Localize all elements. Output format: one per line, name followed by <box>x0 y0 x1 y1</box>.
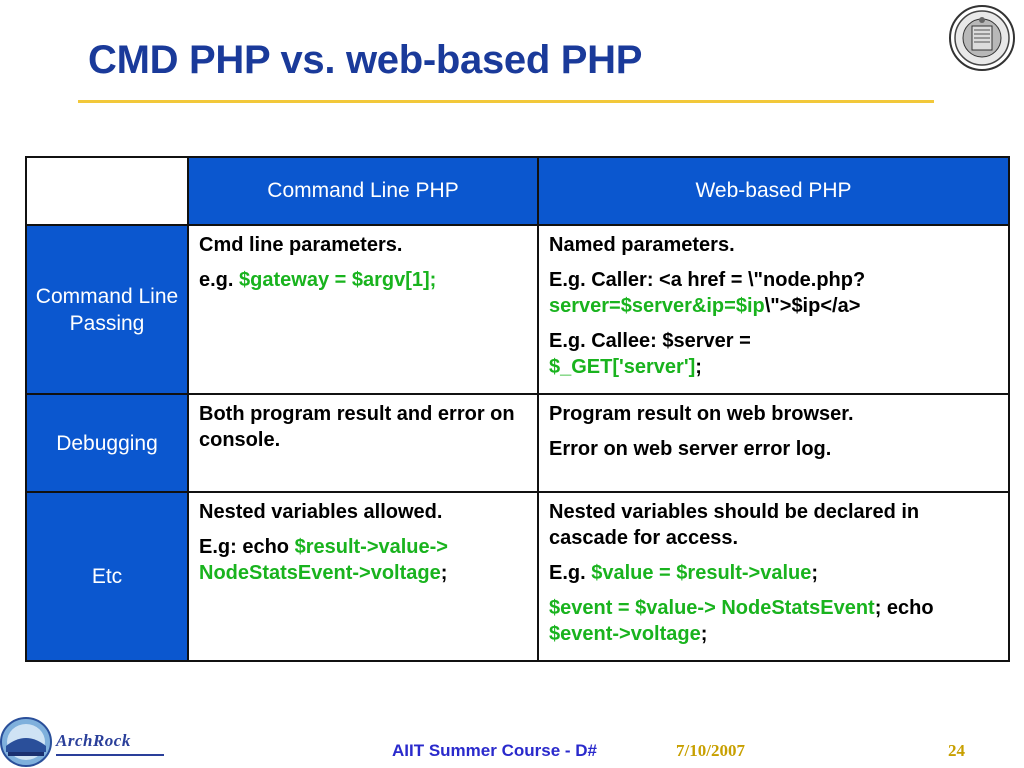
code-snippet: $gateway = $argv[1]; <box>239 269 437 291</box>
cell-text: Error on web server error log. <box>549 438 832 460</box>
table-row: Debugging Both program result and error … <box>25 393 1010 493</box>
code-snippet: $event->voltage <box>549 623 701 645</box>
cell-text: E.g. Caller: <a href = \"node.php?server… <box>549 269 866 317</box>
university-seal-icon <box>949 5 1015 71</box>
title-divider <box>78 100 934 103</box>
footer-date: 7/10/2007 <box>676 741 745 760</box>
cell-text: Program result on web browser. <box>549 403 854 425</box>
row-header-etc: Etc <box>25 491 189 662</box>
row-header-command-line-passing: Command Line Passing <box>25 224 189 395</box>
cell-text: Nested variables allowed. <box>199 501 443 523</box>
cell-text: Cmd line parameters. <box>199 234 403 256</box>
cell-cmd-passing: Cmd line parameters. e.g. $gateway = $ar… <box>187 224 539 395</box>
cell-text: $event = $value-> NodeStatsEvent; echo $… <box>549 597 934 645</box>
table-row: Etc Nested variables allowed. E.g: echo … <box>25 491 1010 662</box>
footer-course: AIIT Summer Course - D# <box>392 741 597 760</box>
cell-cmd-etc: Nested variables allowed. E.g: echo $res… <box>187 491 539 662</box>
cell-cmd-debugging: Both program result and error on console… <box>187 393 539 493</box>
cell-web-debugging: Program result on web browser. Error on … <box>537 393 1010 493</box>
code-snippet: $result->value-> NodeStatsEvent->voltage <box>199 536 448 584</box>
code-snippet: $event = $value-> NodeStatsEvent <box>549 597 875 619</box>
table-row: Command Line Passing Cmd line parameters… <box>25 224 1010 395</box>
cell-text: Named parameters. <box>549 234 735 256</box>
code-snippet: $_GET['server'] <box>549 356 696 378</box>
page-number: 24 <box>948 741 965 760</box>
slide-title: CMD PHP vs. web-based PHP <box>88 38 643 82</box>
cell-web-etc: Nested variables should be declared in c… <box>537 491 1010 662</box>
table-header-row: Command Line PHP Web-based PHP <box>25 156 1010 226</box>
cell-text: Nested variables should be declared in c… <box>549 501 920 549</box>
code-snippet: $value = $result->value <box>591 562 812 584</box>
code-snippet: server=$server&ip=$ip <box>549 295 765 317</box>
cell-text: e.g. $gateway = $argv[1]; <box>199 269 437 291</box>
cell-text: Both program result and error on console… <box>199 403 515 451</box>
row-header-debugging: Debugging <box>25 393 189 493</box>
cell-text: E.g. $value = $result->value; <box>549 562 819 584</box>
column-header-web-based: Web-based PHP <box>537 156 1010 226</box>
cell-text: E.g: echo $result->value-> NodeStatsEven… <box>199 536 448 584</box>
logo-wordmark: ArchRock <box>56 731 131 750</box>
cell-text: E.g. Callee: $server = $_GET['server']; <box>549 330 751 378</box>
column-header-command-line: Command Line PHP <box>187 156 539 226</box>
archrock-logo-icon <box>0 717 52 767</box>
logo-underline <box>56 754 164 756</box>
comparison-table: Command Line PHP Web-based PHP Command L… <box>25 156 1010 662</box>
cell-web-passing: Named parameters. E.g. Caller: <a href =… <box>537 224 1010 395</box>
table-corner-cell <box>25 156 189 226</box>
